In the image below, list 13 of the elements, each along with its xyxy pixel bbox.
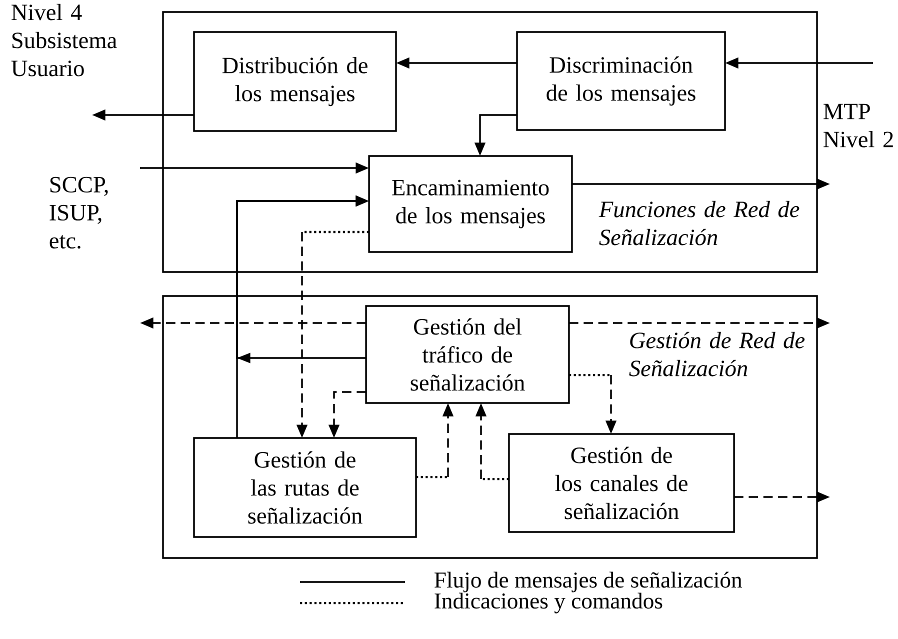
- terminal-label: Nivel 4 Subsistema Usuario: [11, 4, 117, 76]
- legend-label: Indicaciones y comandos: [434, 592, 662, 614]
- legend-label: Flujo de mensajes de señalización: [434, 572, 742, 592]
- process-box: Discriminación de los mensajes: [516, 31, 726, 131]
- process-box: Distribución de los mensajes: [193, 31, 397, 132]
- group-title: Gestión de Red de Señalización: [629, 332, 805, 376]
- process-box: Gestión de las rutas de señalización: [193, 437, 417, 538]
- process-box: Gestión del tráfico de señalización: [365, 305, 570, 404]
- process-box: Gestión de los canales de señalización: [508, 433, 735, 533]
- terminal-label: MTP Nivel 2: [824, 104, 893, 148]
- group-title: Funciones de Red de Señalización: [598, 200, 800, 246]
- process-box: Encaminamiento de los mensajes: [368, 155, 573, 253]
- terminal-label: SCCP, ISUP, etc.: [50, 176, 108, 249]
